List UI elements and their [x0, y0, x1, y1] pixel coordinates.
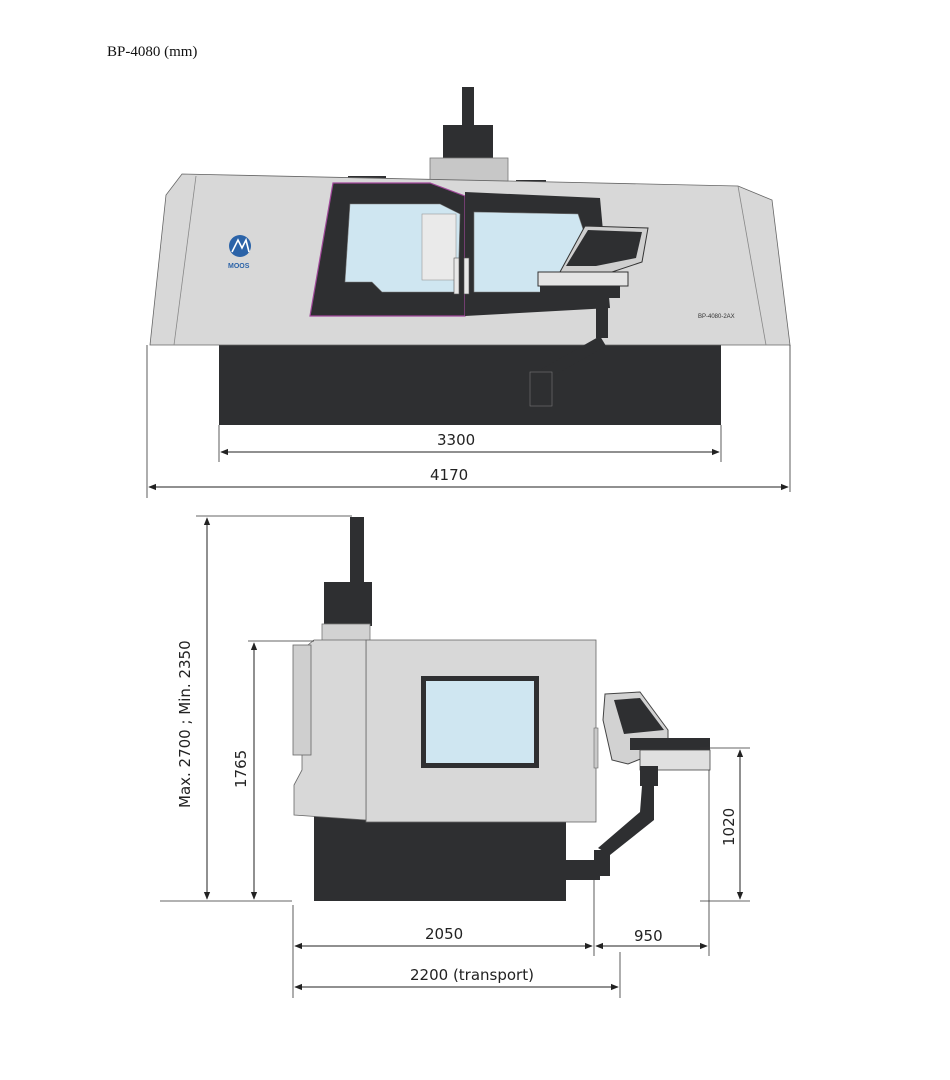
machine-base [219, 345, 721, 425]
dim-label-1765: 1765 [232, 750, 250, 788]
dim-label-4170: 4170 [430, 466, 468, 484]
model-label: BP-4080-2AX [698, 314, 735, 320]
logo-text: MOOS [228, 263, 250, 270]
dim-label-3300: 3300 [437, 431, 475, 449]
side-spindle-head [324, 582, 372, 626]
page-title: BP-4080 (mm) [107, 44, 198, 60]
moos-logo: MOOS [228, 235, 251, 270]
control-panel-side [594, 691, 711, 876]
dim-front: 3300 4170 [146, 345, 791, 498]
dim-label-2200: 2200 (transport) [410, 966, 534, 984]
side-door-panel [292, 644, 312, 756]
side-view: Max. 2700 ; Min. 2350 1765 1020 2050 950… [160, 515, 750, 998]
side-window-glass [426, 681, 534, 763]
door-handle-right [463, 257, 470, 295]
dim-label-height-range: Max. 2700 ; Min. 2350 [176, 640, 194, 808]
dim-label-950: 950 [634, 927, 663, 945]
door-handle-left [453, 257, 460, 295]
dim-side: Max. 2700 ; Min. 2350 1765 1020 2050 950… [160, 515, 750, 998]
front-view: MOOS BP-4080-2AX 3300 4170 [146, 87, 791, 498]
side-base [314, 815, 566, 901]
dim-label-1020: 1020 [720, 808, 738, 846]
dim-label-2050: 2050 [425, 925, 463, 943]
spindle-column [462, 87, 474, 132]
control-panel-front [529, 225, 649, 407]
side-base-step [560, 860, 600, 880]
side-spindle-column [350, 517, 364, 587]
side-handle [593, 727, 599, 769]
left-window-detail [421, 213, 457, 281]
spindle-head [443, 125, 493, 160]
